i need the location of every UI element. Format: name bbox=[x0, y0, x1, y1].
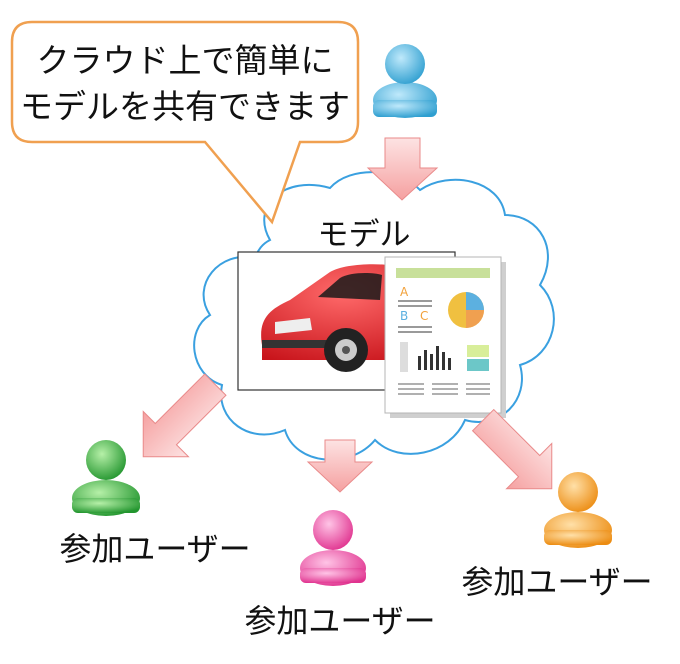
pie-chart-icon bbox=[448, 292, 484, 328]
participant-label-left: 参加ユーザー bbox=[59, 530, 250, 568]
bubble-line-2: モデルを共有できます bbox=[20, 87, 350, 126]
participant-label-right: 参加ユーザー bbox=[461, 563, 652, 601]
bar-chart-icon bbox=[418, 346, 451, 370]
person-green-icon bbox=[72, 440, 140, 516]
person-pink-icon bbox=[300, 510, 366, 586]
person-blue-icon bbox=[373, 44, 437, 118]
arrow-to-center-user bbox=[306, 439, 374, 493]
person-orange-icon bbox=[544, 472, 612, 548]
doc-letter-a: A bbox=[400, 285, 409, 299]
doc-letter-c: C bbox=[420, 309, 428, 323]
bubble-line-1: クラウド上で簡単に bbox=[37, 41, 334, 80]
arrow-to-left-user bbox=[142, 373, 227, 458]
arrow-down-into-cloud bbox=[366, 137, 439, 201]
participant-label-center: 参加ユーザー bbox=[244, 602, 435, 640]
speech-bubble bbox=[10, 20, 360, 225]
model-label: モデル bbox=[318, 217, 411, 253]
doc-letter-b: B bbox=[400, 309, 408, 323]
report-document-icon: A B C bbox=[384, 256, 506, 418]
arrow-to-right-user bbox=[471, 408, 553, 490]
